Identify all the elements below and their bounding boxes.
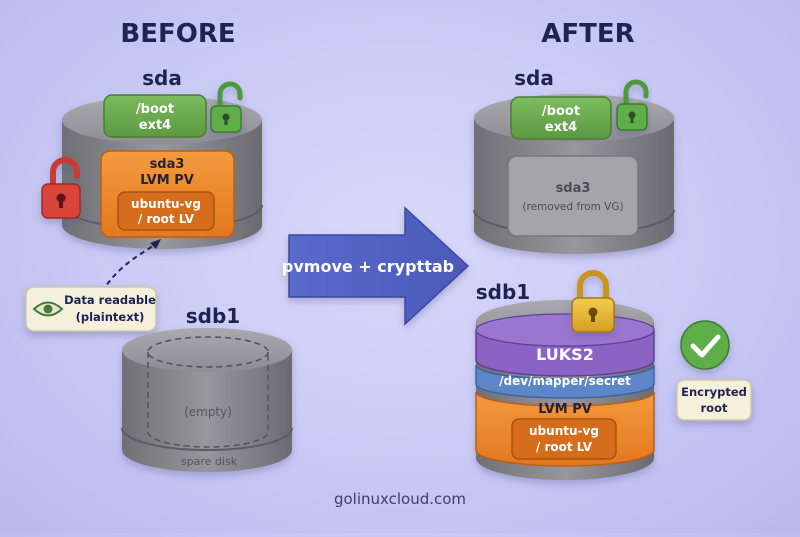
footer-watermark: golinuxcloud.com bbox=[334, 490, 466, 508]
before-heading: BEFORE bbox=[120, 19, 235, 49]
after-sdb1-label: sdb1 bbox=[476, 280, 530, 304]
data-readable-pointer-arrow bbox=[101, 239, 161, 293]
svg-text:Encrypted: Encrypted bbox=[681, 385, 747, 399]
after-sda3-removed-partition: sda3 (removed from VG) bbox=[507, 155, 639, 237]
after-sda-label: sda bbox=[514, 66, 554, 90]
svg-text:/ root LV: / root LV bbox=[536, 440, 593, 454]
eye-icon bbox=[32, 301, 64, 317]
locked-padlock-icon bbox=[571, 270, 615, 333]
svg-text:LVM PV: LVM PV bbox=[140, 173, 194, 188]
svg-text:(plaintext): (plaintext) bbox=[76, 310, 145, 324]
svg-text:ubuntu-vg: ubuntu-vg bbox=[131, 197, 201, 211]
svg-text:ext4: ext4 bbox=[545, 120, 577, 135]
svg-text:/boot: /boot bbox=[542, 104, 580, 119]
encrypted-root-badge: Encrypted root bbox=[676, 379, 752, 421]
before-sda-label: sda bbox=[142, 66, 182, 90]
spare-disk-caption: spare disk bbox=[181, 455, 238, 468]
svg-text:(removed from VG): (removed from VG) bbox=[522, 201, 623, 213]
unlocked-padlock-icon bbox=[210, 81, 243, 133]
data-readable-callout: Data readable (plaintext) bbox=[25, 286, 157, 332]
svg-text:ext4: ext4 bbox=[139, 118, 171, 133]
after-lvm-pv-layer: LVM PV ubuntu-vg / root LV bbox=[475, 391, 655, 467]
svg-text:LVM PV: LVM PV bbox=[538, 402, 592, 417]
before-sdb1-disk bbox=[121, 328, 293, 472]
arrow-label: pvmove + crypttab bbox=[282, 257, 454, 276]
after-boot-partition: /boot ext4 bbox=[510, 96, 612, 140]
luks2-layer: LUKS2 bbox=[475, 313, 655, 377]
svg-text:(empty): (empty) bbox=[184, 405, 232, 419]
before-sdb1-label: sdb1 bbox=[186, 304, 240, 328]
after-unlocked-padlock-icon bbox=[616, 79, 649, 131]
red-unlocked-padlock-icon bbox=[41, 157, 81, 219]
dev-mapper-layer: /dev/mapper/secret bbox=[475, 364, 655, 399]
svg-text:LUKS2: LUKS2 bbox=[536, 345, 594, 364]
before-sdb1-empty-slot: (empty) bbox=[147, 336, 269, 448]
svg-text:/dev/mapper/secret: /dev/mapper/secret bbox=[499, 374, 631, 388]
check-mark-icon bbox=[680, 320, 730, 370]
svg-text:/boot: /boot bbox=[136, 102, 174, 117]
svg-text:ubuntu-vg: ubuntu-vg bbox=[529, 424, 599, 438]
before-boot-partition: /boot ext4 bbox=[103, 94, 207, 138]
svg-text:sda3: sda3 bbox=[150, 157, 185, 172]
after-heading: AFTER bbox=[541, 19, 634, 49]
svg-text:/ root LV: / root LV bbox=[138, 212, 195, 226]
svg-text:Data readable: Data readable bbox=[64, 293, 156, 307]
svg-text:root: root bbox=[701, 401, 728, 415]
before-sda3-partition: sda3 LVM PV ubuntu-vg / root LV bbox=[100, 150, 235, 238]
svg-text:sda3: sda3 bbox=[556, 181, 591, 196]
migration-arrow: pvmove + crypttab bbox=[282, 206, 470, 326]
